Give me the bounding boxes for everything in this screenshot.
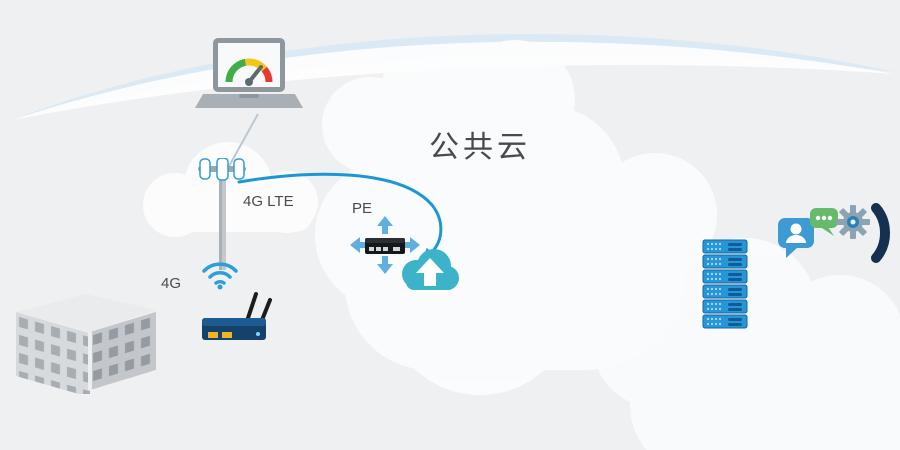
lte-label: 4G LTE [243,193,294,210]
pe-router-arrows-icon [348,214,422,276]
laptop-speed-gauge-icon [193,36,305,120]
wifi-signal-icon [198,256,242,290]
chat-messages-icon [776,206,840,262]
office-building-icon [8,282,164,398]
industrial-4g-router-icon [196,288,274,350]
cloud-upload-icon [394,240,462,298]
swoosh-arc [12,34,894,120]
pe-label: PE [352,200,373,217]
4g-label: 4G [161,275,182,292]
public-cloud-title: 公共云 [429,131,531,164]
server-rack-icon [700,238,750,330]
phone-gear-icon [836,202,892,264]
cell-tower-icon [192,157,252,270]
link-laptop-tower [227,113,259,169]
